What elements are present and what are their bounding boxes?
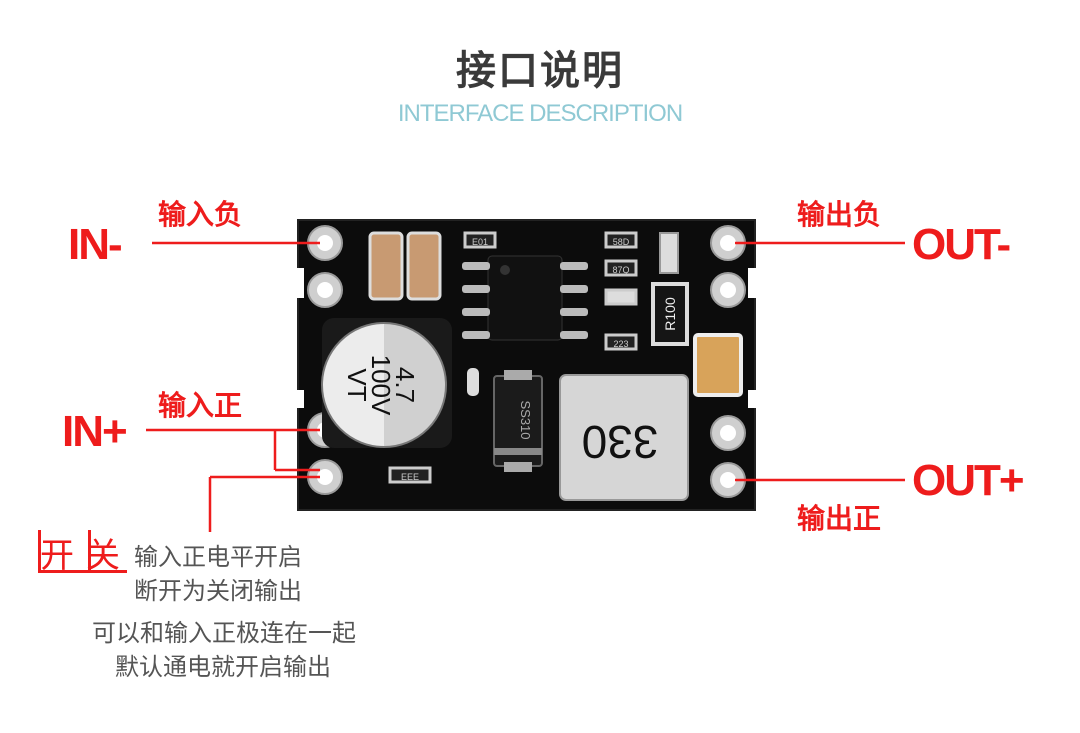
switch-desc-line-2: 断开为关闭输出 (134, 577, 302, 605)
pad-in-minus (307, 225, 343, 261)
capacitor-label-1: 4.7 (390, 367, 420, 403)
label-in-plus: 输入正 (158, 389, 243, 422)
switch-note-line-1: 可以和输入正极连在一起 (92, 619, 356, 647)
ic-chip (462, 255, 588, 341)
inductor-label: 330 (582, 416, 659, 468)
pin-out-plus: OUT+ (912, 456, 1025, 505)
pad-out-minus (710, 225, 746, 261)
pad-out-plus (710, 462, 746, 498)
smd-label-5: EEE (401, 472, 419, 482)
smd-label-4: 223 (613, 339, 628, 349)
electrolytic-capacitor (321, 318, 452, 448)
capacitor-label-3: VT (342, 368, 372, 401)
resistor-label: R100 (662, 297, 678, 331)
smd-label-1: E01 (472, 237, 488, 247)
switch-desc-line-1: 输入正电平开启 (134, 543, 302, 571)
capacitor-label-2: 100V (366, 355, 396, 416)
pin-in-minus: IN- (68, 220, 123, 269)
switch-label-frame-2 (88, 530, 127, 573)
diode-label: SS310 (518, 400, 533, 439)
label-switch: 开关 (40, 536, 132, 576)
pin-out-minus: OUT- (912, 220, 1011, 269)
switch-label-frame-1 (38, 530, 93, 573)
pin-in-plus: IN+ (62, 407, 128, 456)
page-title: 接口说明 (456, 48, 624, 94)
page-subtitle: INTERFACE DESCRIPTION (397, 100, 683, 127)
pad-switch (307, 459, 343, 495)
smd-label-3: 87Q (612, 265, 629, 275)
smd-label-2: 58D (613, 237, 630, 247)
label-out-plus: 输出正 (797, 502, 882, 535)
switch-note-line-2: 默认通电就开启输出 (115, 653, 331, 681)
label-out-minus: 输出负 (797, 198, 882, 231)
diode (493, 370, 543, 472)
label-in-minus: 输入负 (158, 198, 243, 231)
inductor (559, 374, 689, 501)
